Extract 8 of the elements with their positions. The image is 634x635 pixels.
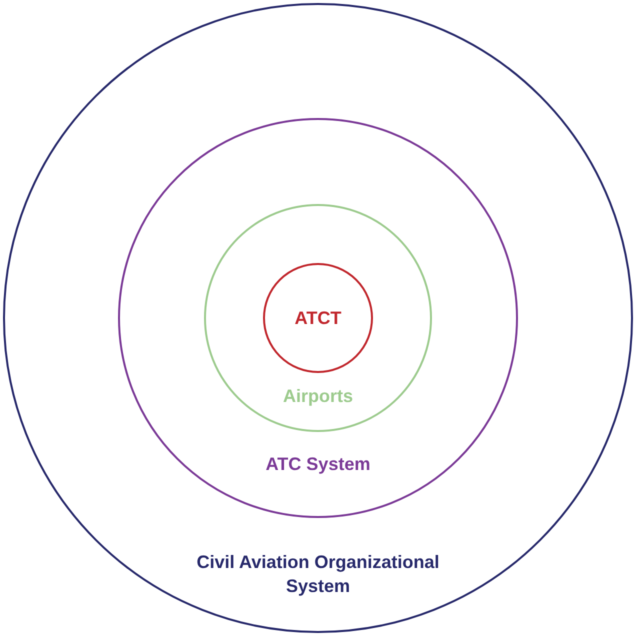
nested-circle bbox=[204, 204, 432, 432]
nested-circle bbox=[3, 3, 633, 633]
circle-label: Civil Aviation Organizational System bbox=[196, 551, 440, 598]
circle-label: ATCT bbox=[294, 307, 342, 330]
nested-circle bbox=[118, 118, 518, 518]
circle-label: ATC System bbox=[264, 453, 372, 476]
nested-circle bbox=[263, 263, 373, 373]
circle-label: Airports bbox=[282, 385, 354, 408]
